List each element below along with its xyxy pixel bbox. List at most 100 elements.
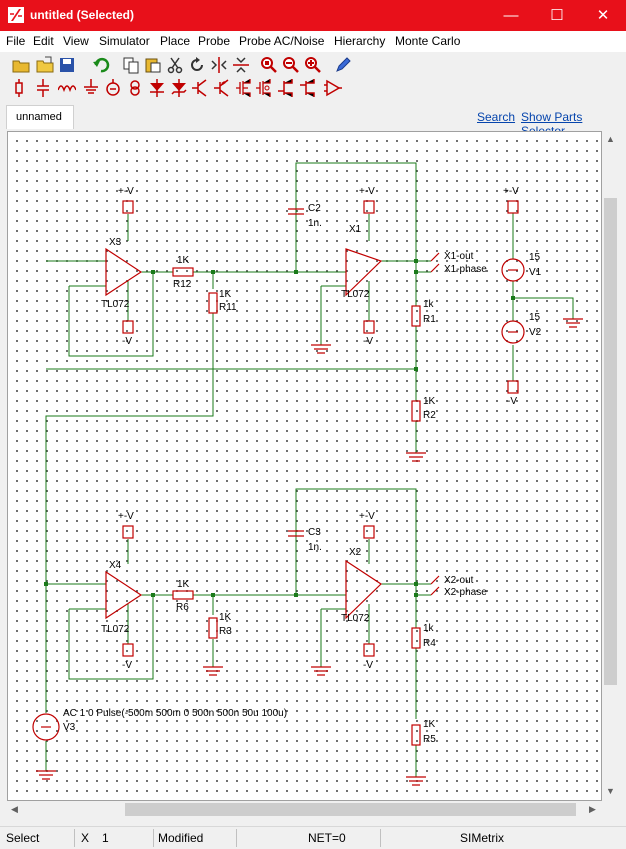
r4-name: R4: [423, 638, 436, 649]
scroll-up-icon[interactable]: ▲: [606, 134, 615, 144]
close-button[interactable]: ✕: [580, 0, 626, 31]
x3-pos-supply-label: +-V: [118, 186, 134, 197]
probe-x1-phase[interactable]: X1-phase: [444, 264, 487, 275]
opamp-x4-model: TL072: [101, 624, 130, 635]
horizontal-scroll-thumb[interactable]: [125, 803, 576, 816]
x4-neg-supply-label: -V: [122, 660, 132, 671]
opamp-x4-name: X4: [109, 560, 122, 571]
save-icon[interactable]: [58, 56, 76, 74]
pmos-icon[interactable]: [256, 79, 274, 97]
r1-name: R1: [423, 314, 436, 325]
zoom-fit-icon[interactable]: [260, 56, 278, 74]
schematic-drawing: +-V -V +-V -V +-V -V +-V -V +-V -V X3 TL…: [32, 162, 583, 786]
zoom-out-icon[interactable]: [282, 56, 300, 74]
menu-probe-ac-noise[interactable]: Probe AC/Noise: [239, 34, 325, 48]
status-divider: [74, 829, 75, 847]
scroll-down-icon[interactable]: ▼: [606, 786, 615, 796]
nmos-icon[interactable]: [236, 79, 254, 97]
status-x-value: 1: [102, 831, 109, 845]
flip-icon[interactable]: [232, 56, 250, 74]
opamp-x3-model: TL072: [101, 299, 130, 310]
undo-icon[interactable]: [92, 56, 110, 74]
status-divider: [380, 829, 381, 847]
rotate-icon[interactable]: [188, 56, 206, 74]
r6-name: R6: [176, 602, 189, 613]
x3-neg-supply-label: -V: [122, 336, 132, 347]
zoom-in-icon[interactable]: [304, 56, 322, 74]
zener-diode-icon[interactable]: [170, 79, 188, 97]
pjfet-icon[interactable]: [300, 79, 318, 97]
menu-monte-carlo[interactable]: Monte Carlo: [395, 34, 461, 48]
inductor-icon[interactable]: [58, 79, 76, 97]
schematic-canvas[interactable]: +-V -V +-V -V +-V -V +-V -V +-V -V X3 TL…: [7, 131, 602, 801]
r2-value: 1K: [423, 396, 436, 407]
vertical-scroll-thumb[interactable]: [604, 198, 617, 685]
pencil-icon[interactable]: [334, 56, 352, 74]
horizontal-scrollbar[interactable]: ◀ ▶: [7, 801, 602, 818]
cut-icon[interactable]: [166, 56, 184, 74]
r1-value: 1k: [423, 299, 435, 310]
mirror-icon[interactable]: [210, 56, 228, 74]
c3-value: 1n.: [308, 542, 322, 553]
r4-value: 1k: [423, 623, 435, 634]
r11-name: R11: [219, 302, 237, 313]
capacitor-icon[interactable]: [34, 79, 52, 97]
status-bar: Select X 1 Modified NET=0 SIMetrix: [0, 826, 626, 849]
status-x-label: X: [81, 831, 90, 845]
probe-x1-out[interactable]: X1-out: [444, 251, 474, 262]
c2-name: C2: [308, 203, 321, 214]
c3-name: C3: [308, 527, 321, 538]
copy-icon[interactable]: [122, 56, 140, 74]
menu-hierarchy[interactable]: Hierarchy: [334, 34, 386, 48]
resistor-icon[interactable]: [10, 79, 28, 97]
minimize-button[interactable]: —: [488, 0, 534, 31]
menu-probe[interactable]: Probe: [198, 34, 231, 48]
scroll-left-icon[interactable]: ◀: [11, 804, 18, 814]
menu-place[interactable]: Place: [160, 34, 191, 48]
toolbar: [0, 52, 626, 102]
probe-x2-phase[interactable]: X2-phase: [444, 587, 487, 598]
status-modified: Modified: [158, 831, 204, 845]
title-bar: untitled (Selected) — ☐ ✕: [0, 0, 626, 31]
probe-x2-out[interactable]: X2-out: [444, 575, 474, 586]
menu-file[interactable]: File: [6, 34, 26, 48]
opamp-x3[interactable]: [105, 247, 143, 297]
r5-name: R5: [423, 734, 436, 745]
v3-value: AC 1 0 Pulse(-500m 500m 0 500n 500n 50u …: [63, 708, 287, 719]
r12-value: 1K: [177, 255, 190, 266]
diode-icon[interactable]: [148, 79, 166, 97]
opamp-x2-model: TL072: [341, 613, 370, 624]
menu-simulator[interactable]: Simulator: [99, 34, 150, 48]
status-net: NET=0: [308, 831, 346, 845]
v2-name: V2: [529, 327, 542, 338]
status-app: SIMetrix: [460, 831, 505, 845]
x2-pos-supply-label: +-V: [359, 511, 375, 522]
r2-name: R2: [423, 410, 436, 421]
opamp-icon[interactable]: [324, 79, 342, 97]
scroll-right-icon[interactable]: ▶: [589, 804, 596, 814]
current-source-icon[interactable]: [126, 79, 144, 97]
ground-icon[interactable]: [82, 79, 100, 97]
opamp-x3-name: X3: [109, 237, 122, 248]
v1-pos-supply-label: +-V: [503, 186, 519, 197]
pnp-transistor-icon[interactable]: [214, 79, 232, 97]
app-icon: [8, 7, 24, 23]
opamp-x1-name: X1: [349, 224, 362, 235]
v2-value: 15: [529, 312, 541, 323]
tab-unnamed[interactable]: unnamed: [6, 105, 74, 129]
menu-edit[interactable]: Edit: [33, 34, 54, 48]
njfet-icon[interactable]: [278, 79, 296, 97]
tab-strip: unnamed Search Show Parts Selector: [0, 102, 626, 138]
maximize-button[interactable]: ☐: [534, 0, 580, 31]
v1-value: 15: [529, 252, 541, 263]
npn-transistor-icon[interactable]: [192, 79, 210, 97]
open-file-icon[interactable]: [36, 56, 54, 74]
vertical-scrollbar[interactable]: ▲ ▼: [602, 131, 619, 801]
status-divider: [236, 829, 237, 847]
x1-neg-supply-label: -V: [363, 336, 373, 347]
open-folder-icon[interactable]: [12, 56, 30, 74]
voltage-source-icon[interactable]: [104, 79, 122, 97]
paste-icon[interactable]: [144, 56, 162, 74]
menu-view[interactable]: View: [63, 34, 89, 48]
search-link[interactable]: Search: [477, 110, 516, 124]
